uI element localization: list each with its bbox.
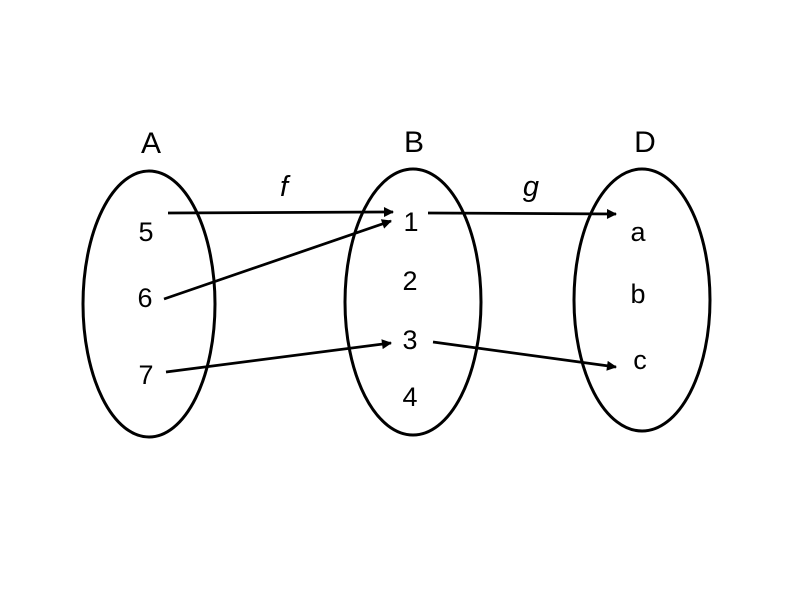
member-B-2: 2 bbox=[402, 266, 417, 296]
member-D-a: a bbox=[630, 217, 646, 247]
set-D-ellipse bbox=[572, 167, 712, 433]
member-B-3: 3 bbox=[402, 325, 417, 355]
set-B-label: B bbox=[404, 126, 424, 159]
member-D-b: b bbox=[630, 279, 645, 309]
arrow-3-to-c bbox=[432, 340, 617, 371]
set-B-ellipse bbox=[343, 167, 483, 437]
set-D-label: D bbox=[634, 126, 656, 159]
member-A-6: 6 bbox=[137, 283, 152, 313]
set-A-label: A bbox=[141, 127, 161, 160]
member-D-c: c bbox=[633, 345, 647, 375]
arrow-7-to-3 bbox=[165, 339, 392, 374]
member-A-7: 7 bbox=[138, 360, 153, 390]
member-A-5: 5 bbox=[138, 217, 153, 247]
arrow-5-to-1 bbox=[167, 207, 394, 218]
arrow-6-to-1 bbox=[163, 219, 392, 301]
function-g-label: g bbox=[523, 171, 539, 203]
arrow-1-to-a bbox=[427, 208, 617, 219]
function-f-label: f bbox=[280, 171, 291, 203]
member-B-1: 1 bbox=[403, 207, 418, 237]
set-A-ellipse bbox=[81, 169, 217, 439]
member-B-4: 4 bbox=[402, 382, 417, 412]
